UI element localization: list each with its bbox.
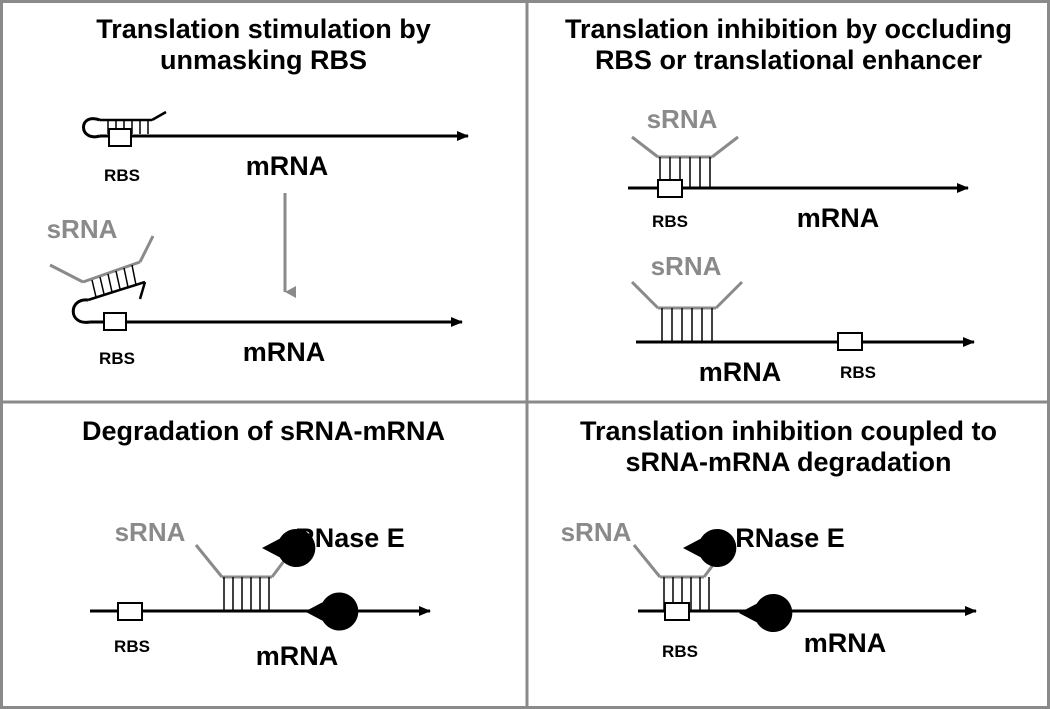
rnase-e-icon [305,592,359,631]
rbs-box [657,179,683,198]
rnase-e-label: RNase E [295,523,405,553]
rbs-box [664,602,690,621]
srna-label: sRNA [47,214,118,244]
rbs-label: RBS [99,349,135,368]
rnase-e-label: RNase E [735,523,845,553]
mrna-label: mRNA [243,337,326,367]
rnase-e-icon [739,593,793,632]
rnase-e-icon [683,529,737,567]
srna-label: sRNA [115,517,186,547]
rbs-label: RBS [652,212,688,231]
rbs-label: RBS [662,642,698,661]
panel-top-right: Translation inhibition by occluding RBS … [527,0,1050,402]
srna-label: sRNA [561,517,632,547]
srna-mrna-degradation [90,544,431,621]
panel-bottom-right: Translation inhibition coupled to sRNA-m… [527,402,1050,709]
panel-title: Translation stimulation by unmasking RBS [96,14,431,75]
srna-label: sRNA [647,104,718,134]
panel-top-left: Translation stimulation by unmasking RBS [0,0,527,402]
srna-label: sRNA [651,251,722,281]
mrna-label: mRNA [699,357,782,387]
rbs-box [117,602,143,621]
rbs-label: RBS [840,363,876,382]
mrna-hairpin-construct [82,110,469,147]
srna-mrna-complex [49,235,463,331]
rbs-box [103,312,127,331]
panel-title: Translation inhibition by occluding RBS … [564,14,1012,75]
srna-occluding-enhancer [630,280,975,351]
rbs-label: RBS [114,637,150,656]
panel-title: Degradation of sRNA-mRNA [81,416,445,446]
panel-bottom-left: Degradation of sRNA-mRNA [0,402,527,709]
rbs-label: RBS [104,166,140,185]
srna-occluding-rbs [628,135,969,198]
rbs-box [837,332,863,351]
srna-rbs-degradation [632,544,977,621]
rbs-box [108,128,132,147]
mrna-label: mRNA [256,641,339,671]
mrna-label: mRNA [246,151,329,181]
mrna-label: mRNA [797,203,880,233]
panel-title: Translation inhibition coupled to sRNA-m… [580,416,997,477]
mrna-label: mRNA [804,628,887,658]
rnase-e-icon [262,529,316,567]
